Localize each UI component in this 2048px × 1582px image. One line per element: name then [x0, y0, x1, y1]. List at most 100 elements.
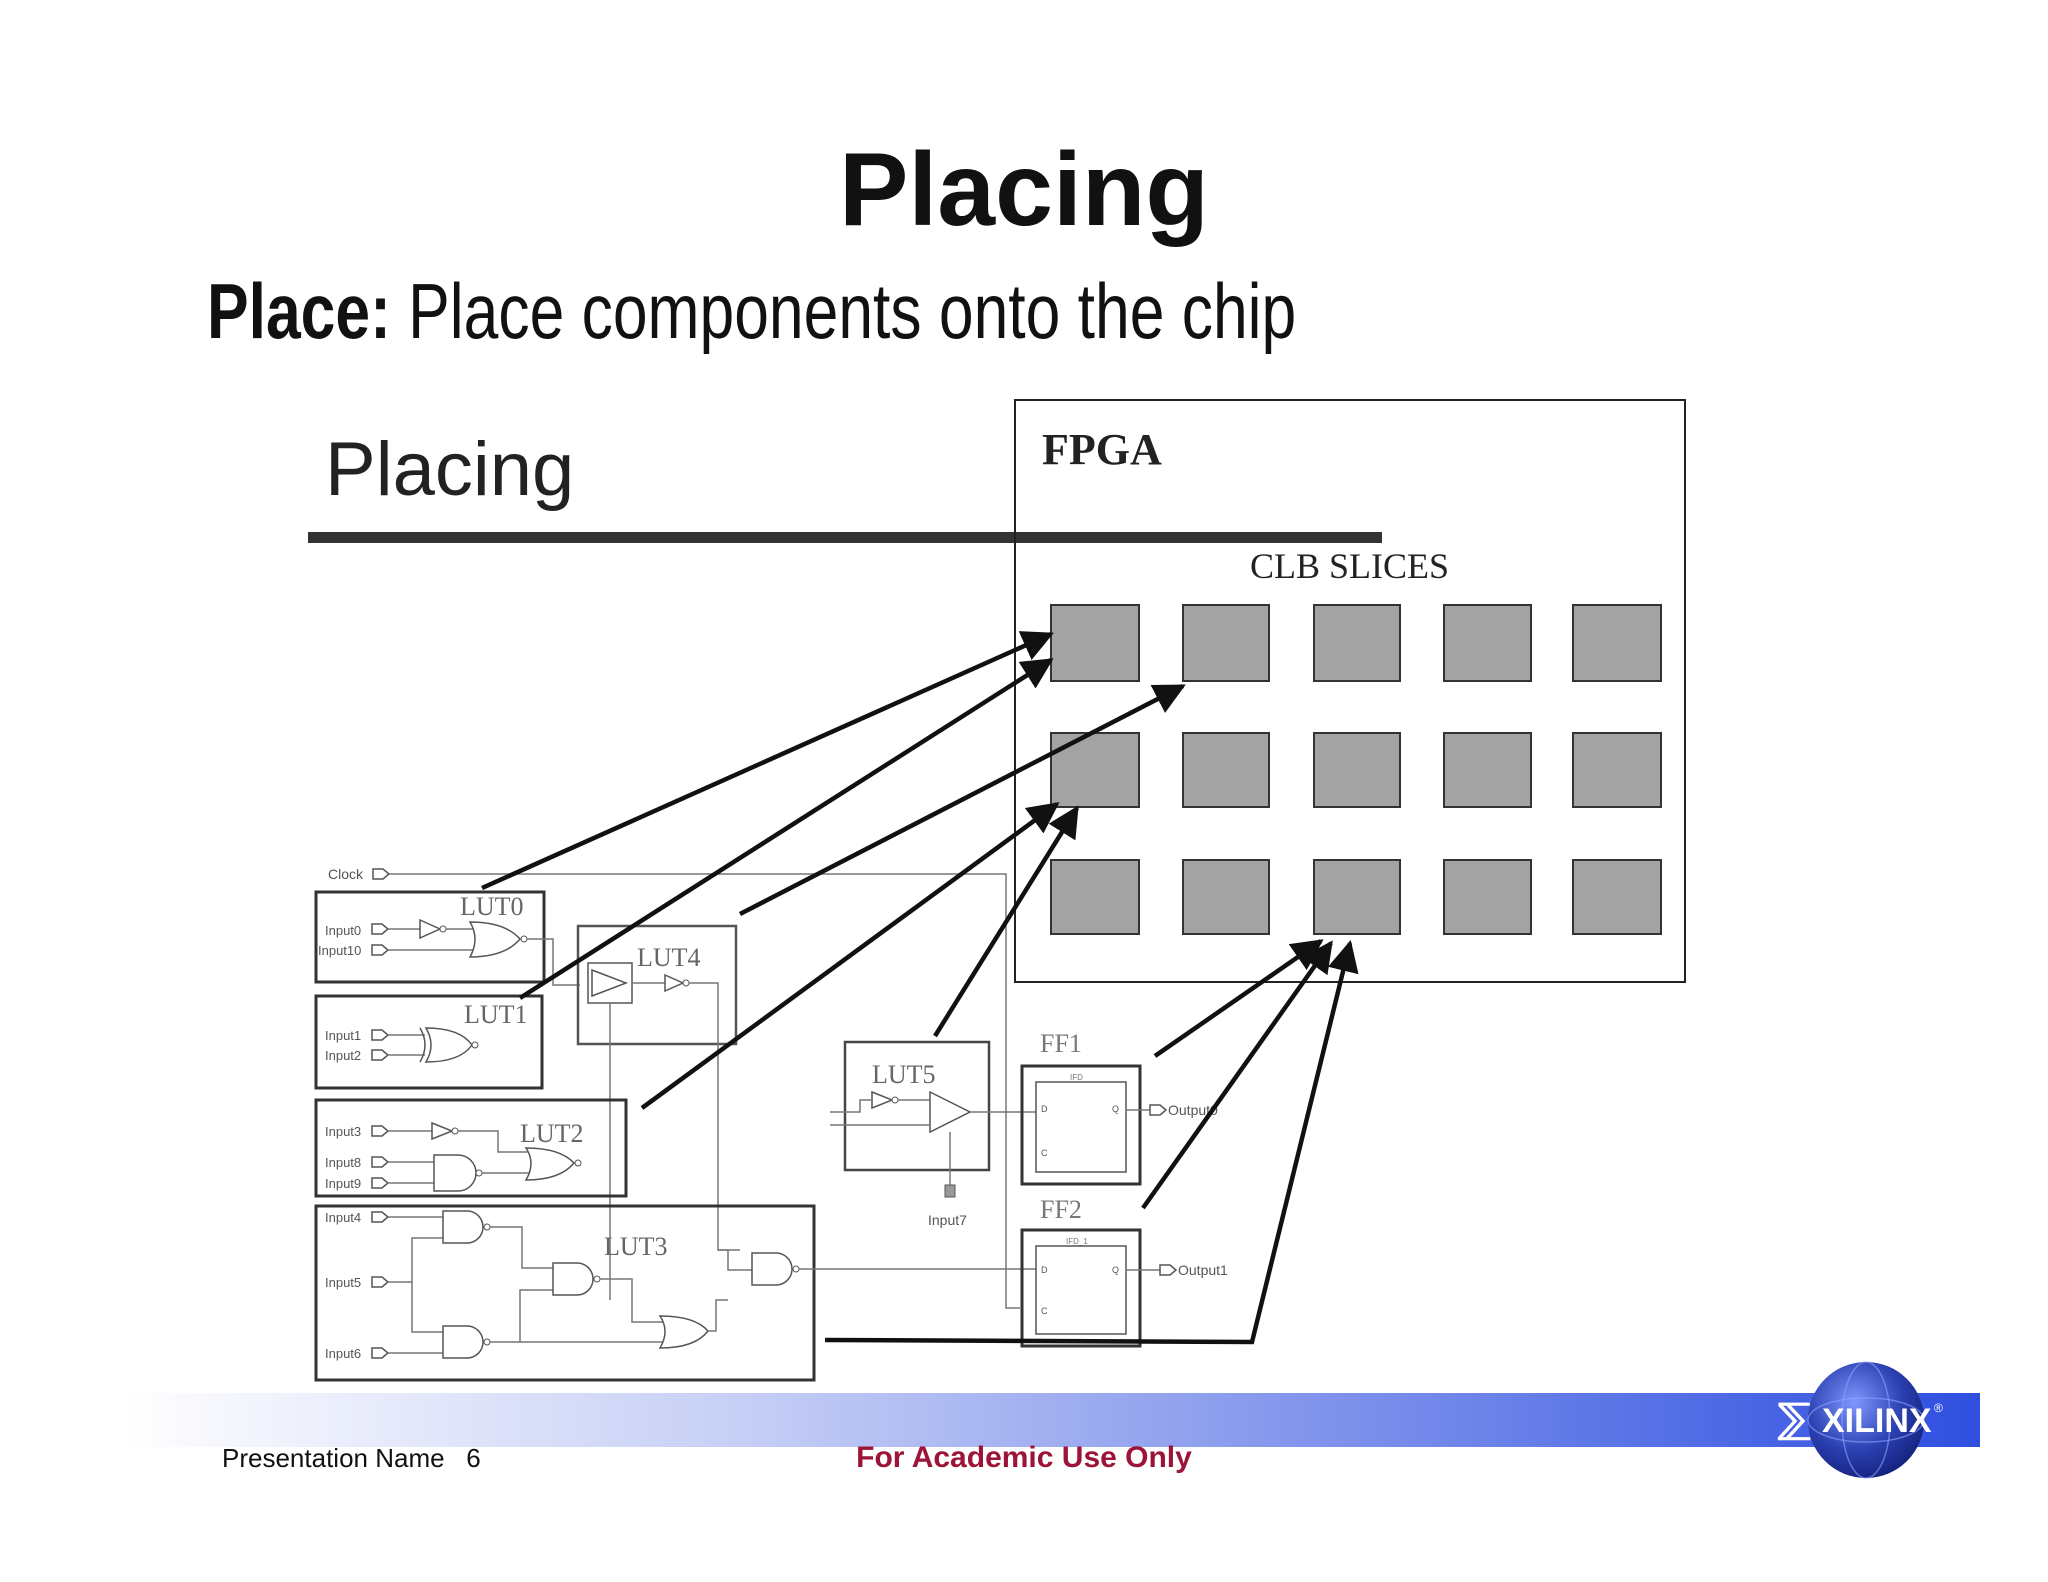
or-gate-icon	[468, 921, 521, 958]
clb-slice	[1050, 604, 1140, 682]
ff2-cell	[1035, 1245, 1127, 1335]
clb-slice	[1313, 604, 1401, 682]
xilinx-logo: ⅀ XILINX ®	[1777, 1361, 1943, 1479]
input-port-icon	[371, 1049, 390, 1061]
input-port-icon	[371, 1211, 390, 1223]
subtitle-bold: Place:	[207, 267, 391, 355]
clb-slice	[1443, 604, 1532, 682]
inverter-gate-icon	[419, 918, 442, 940]
inverter-gate-icon	[664, 973, 685, 993]
and-gate-icon	[433, 1154, 477, 1192]
clb-slice	[1050, 732, 1140, 808]
ff1-port-c: C	[1041, 1148, 1048, 1158]
input-label-clock: Clock	[328, 866, 364, 882]
input-port-icon	[371, 1177, 390, 1189]
placement-arrows	[481, 631, 1359, 1345]
title-rule	[308, 532, 1382, 543]
arrow-ff2	[1141, 940, 1333, 1210]
input-label-input9: Input9	[325, 1176, 361, 1191]
footer-presentation-info: Presentation Name 6	[222, 1443, 481, 1474]
input-label-input8: Input8	[325, 1155, 361, 1170]
output-port-icon	[1159, 1264, 1178, 1276]
and-gate-icon	[552, 1262, 594, 1296]
ff2-box	[1020, 1228, 1142, 1348]
input-port-icon	[371, 1347, 390, 1359]
input-port-icon	[371, 944, 390, 956]
input-label-input4: Input4	[325, 1210, 361, 1225]
clb-slice	[1313, 859, 1401, 935]
arrow-lut0	[481, 631, 1054, 891]
input-port-icon	[371, 1156, 390, 1168]
arrow-lut1	[518, 658, 1054, 1000]
arrow-lut4	[738, 683, 1186, 917]
ff1-cell-label: IFD	[1070, 1073, 1083, 1082]
inverter-gate-icon	[431, 1121, 455, 1141]
output-label-output1: Output1	[1178, 1262, 1228, 1278]
page-number: 6	[466, 1443, 481, 1473]
footer-bar	[120, 1393, 1980, 1447]
lut1-label: LUT1	[464, 1000, 528, 1029]
arrow-lut5	[933, 805, 1079, 1038]
inverter-gate-icon	[871, 1090, 895, 1110]
clb-slice	[1443, 859, 1532, 935]
input-label-input0: Input0	[325, 923, 361, 938]
academic-use-notice: For Academic Use Only	[856, 1441, 1192, 1474]
lut0-label: LUT0	[460, 892, 524, 921]
inner-title: Placing	[325, 427, 574, 512]
lut4-box	[576, 924, 738, 1046]
ff1-box	[1020, 1064, 1142, 1186]
or-gate-icon	[524, 1147, 575, 1181]
clb-slices-label: CLB SLICES	[1250, 546, 1449, 586]
input-label-input1: Input1	[325, 1028, 361, 1043]
fpga-label: FPGA	[1042, 425, 1162, 474]
ff2-port-d: D	[1041, 1265, 1048, 1275]
fpga-boundary	[1014, 399, 1686, 983]
input-port-icon	[371, 1276, 390, 1288]
subtitle-text: Place components onto the chip	[390, 267, 1297, 355]
ff2-cell-label: IFD_1	[1066, 1237, 1088, 1246]
lut5-box	[843, 1040, 991, 1172]
lut2-box	[314, 1098, 628, 1198]
input-port-icon	[371, 1029, 390, 1041]
ff1-port-q: Q	[1112, 1104, 1119, 1114]
and-gate-icon	[442, 1210, 484, 1244]
input-port-icon	[371, 923, 390, 935]
clb-slice	[1182, 732, 1270, 808]
input-label-input2: Input2	[325, 1048, 361, 1063]
arrow-ff1	[1153, 939, 1324, 1058]
logo-registered-mark: ®	[1934, 1401, 1943, 1415]
lut3-box	[314, 1204, 816, 1382]
clb-grid	[1050, 604, 1662, 935]
input-label-input5: Input5	[325, 1275, 361, 1290]
clb-slice	[1182, 604, 1270, 682]
clb-slice	[1313, 732, 1401, 808]
clock-wire	[389, 873, 1020, 1309]
slide-subtitle: Place: Place components onto the chip	[207, 272, 1296, 350]
lut0-box	[314, 890, 546, 984]
clb-slice	[1050, 859, 1140, 935]
input-label-input6: Input6	[325, 1346, 361, 1361]
slide-title: Placing	[839, 132, 1209, 248]
globe-icon	[1808, 1362, 1924, 1478]
arrow-lut3	[824, 939, 1359, 1345]
ff2-label: FF2	[1040, 1195, 1082, 1224]
output-label-output0: Output0	[1168, 1102, 1218, 1118]
lut4-label: LUT4	[637, 943, 701, 972]
schematic: Clock LUT0 Input0 Input10 LUT4 LUT1 Inpu…	[314, 866, 1228, 1382]
input-port-icon	[371, 1125, 390, 1137]
clb-slice	[1572, 859, 1662, 935]
and-gate-icon	[442, 1325, 484, 1359]
ff2-port-c: C	[1041, 1306, 1048, 1316]
presentation-name: Presentation Name	[222, 1443, 445, 1473]
ff1-cell	[1035, 1081, 1127, 1173]
input-port-icon	[944, 1184, 956, 1198]
logo-text: XILINX	[1822, 1402, 1932, 1440]
ff1-label: FF1	[1040, 1029, 1082, 1058]
lut5-label: LUT5	[872, 1060, 936, 1089]
input-label-input10: Input10	[318, 943, 361, 958]
clb-slice	[1182, 859, 1270, 935]
and-gate-icon	[751, 1252, 793, 1286]
or-gate-icon	[658, 1315, 709, 1349]
ff1-port-d: D	[1041, 1104, 1048, 1114]
lut3-label: LUT3	[604, 1232, 668, 1261]
